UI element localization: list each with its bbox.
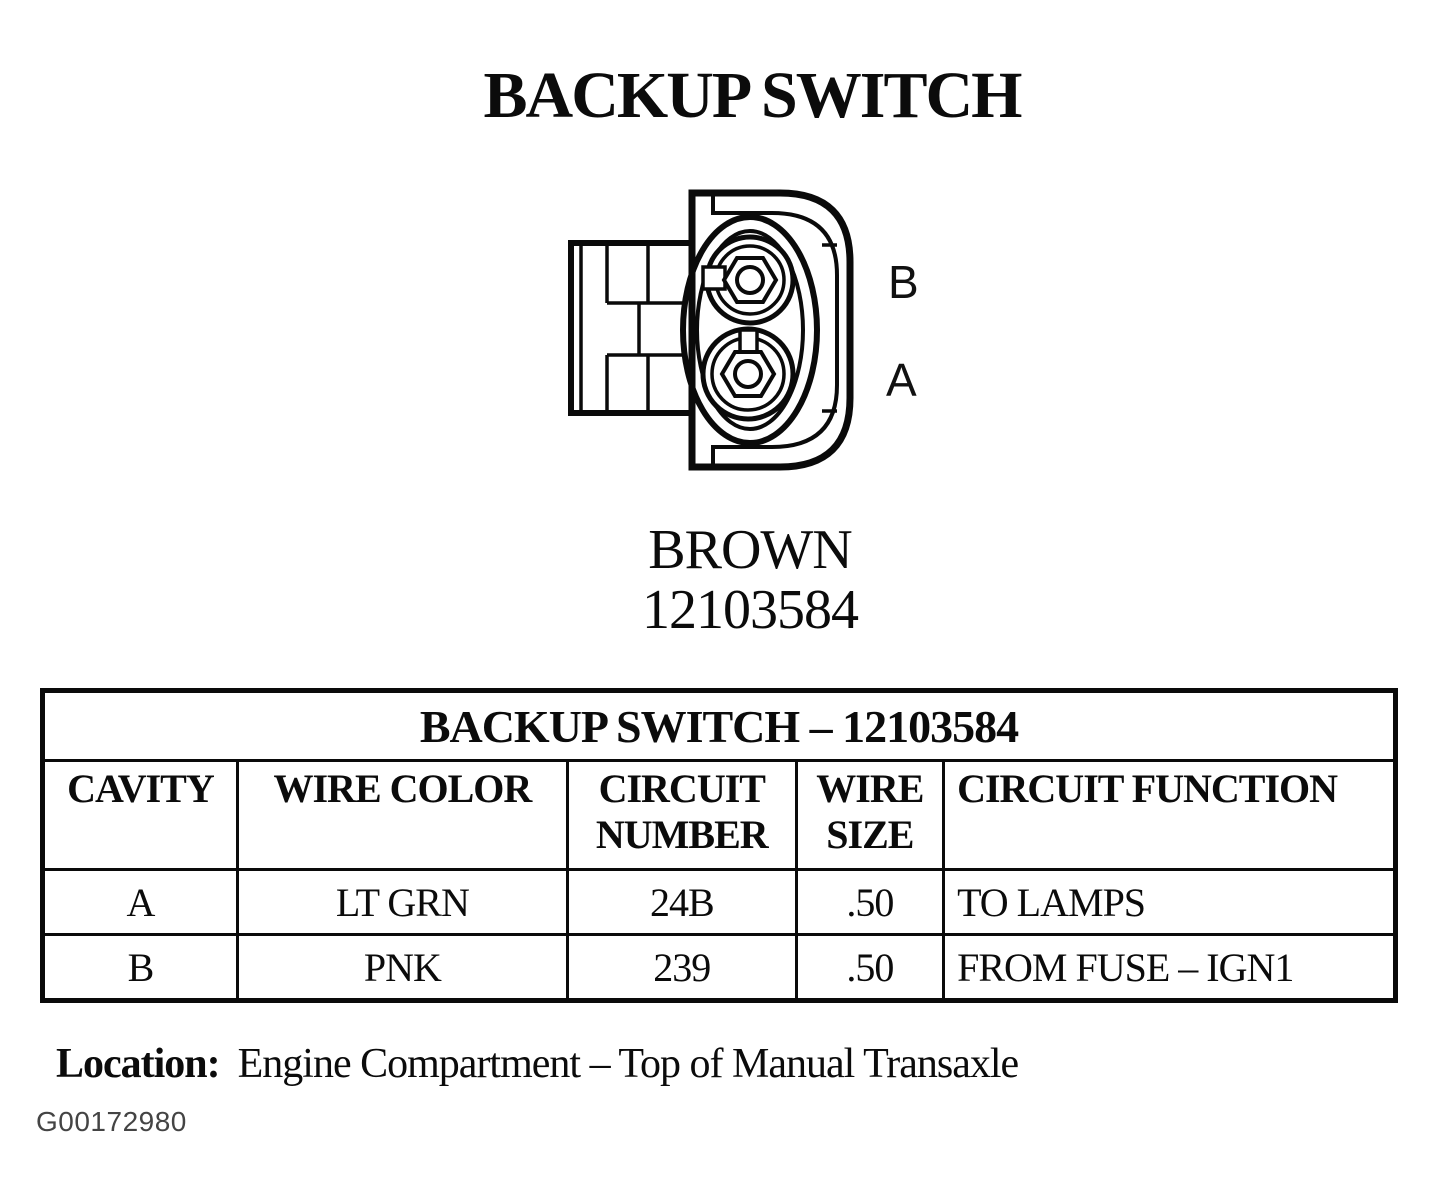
cell-wire-size: .50 (794, 868, 946, 936)
cell-circuit-number: 239 (565, 933, 798, 1002)
pin-label-b: B (888, 256, 919, 308)
terminal-a-pin-core (733, 359, 763, 389)
col-header-circuit-number: CIRCUIT NUMBER (565, 759, 798, 871)
connector-body-inner-line (711, 193, 839, 467)
terminal-b-keyway (701, 265, 727, 291)
pinout-table: BACKUP SWITCH – 12103584 CAVITY WIRE COL… (40, 688, 1398, 1003)
bracket-outline (568, 240, 692, 416)
cell-circuit-function: FROM FUSE – IGN1 (942, 933, 1397, 1002)
connector-body-outline (688, 189, 854, 471)
page-title: BACKUP SWITCH (483, 59, 1023, 132)
cell-cavity: A (41, 868, 239, 936)
table-title: BACKUP SWITCH – 12103584 (41, 689, 1397, 762)
table-row: B PNK 239 .50 FROM FUSE – IGN1 (41, 933, 1397, 1002)
table-header-row: CAVITY WIRE COLOR CIRCUIT NUMBER WIRE SI… (41, 759, 1397, 871)
connector-caption: BROWN 12103584 (550, 520, 950, 640)
col-header-wire-color: WIRE COLOR (235, 759, 569, 871)
terminal-face-oval-inner (695, 229, 805, 431)
cell-circuit-number: 24B (565, 868, 798, 936)
connector-face-icon: B A (568, 189, 919, 471)
table-title-row: BACKUP SWITCH – 12103584 (41, 689, 1397, 762)
col-header-wire-size: WIRE SIZE (794, 759, 946, 871)
location-value: Engine Compartment – Top of Manual Trans… (237, 1041, 1020, 1087)
pin-label-a: A (886, 354, 917, 406)
cell-wire-color: PNK (235, 933, 569, 1002)
pinout-table-wrap: BACKUP SWITCH – 12103584 CAVITY WIRE COL… (40, 688, 1398, 1003)
connector-part-number: 12103584 (642, 579, 859, 641)
location-label: Location: (56, 1041, 221, 1087)
cell-circuit-function: TO LAMPS (942, 868, 1397, 936)
table-row: A LT GRN 24B .50 TO LAMPS (41, 868, 1397, 936)
figure-code: G00172980 (36, 1106, 187, 1137)
cell-cavity: B (41, 933, 239, 1002)
col-header-cavity: CAVITY (41, 759, 239, 871)
cell-wire-size: .50 (794, 933, 946, 1002)
location-line: Location: Engine Compartment – Top of Man… (56, 1040, 1020, 1088)
col-header-circuit-function: CIRCUIT FUNCTION (942, 759, 1397, 871)
terminal-b-pin-core (735, 265, 765, 295)
cell-wire-color: LT GRN (235, 868, 569, 936)
connector-diagram: B A (540, 170, 960, 500)
connector-color-label: BROWN (648, 519, 852, 581)
body-step-ticks (822, 243, 837, 413)
